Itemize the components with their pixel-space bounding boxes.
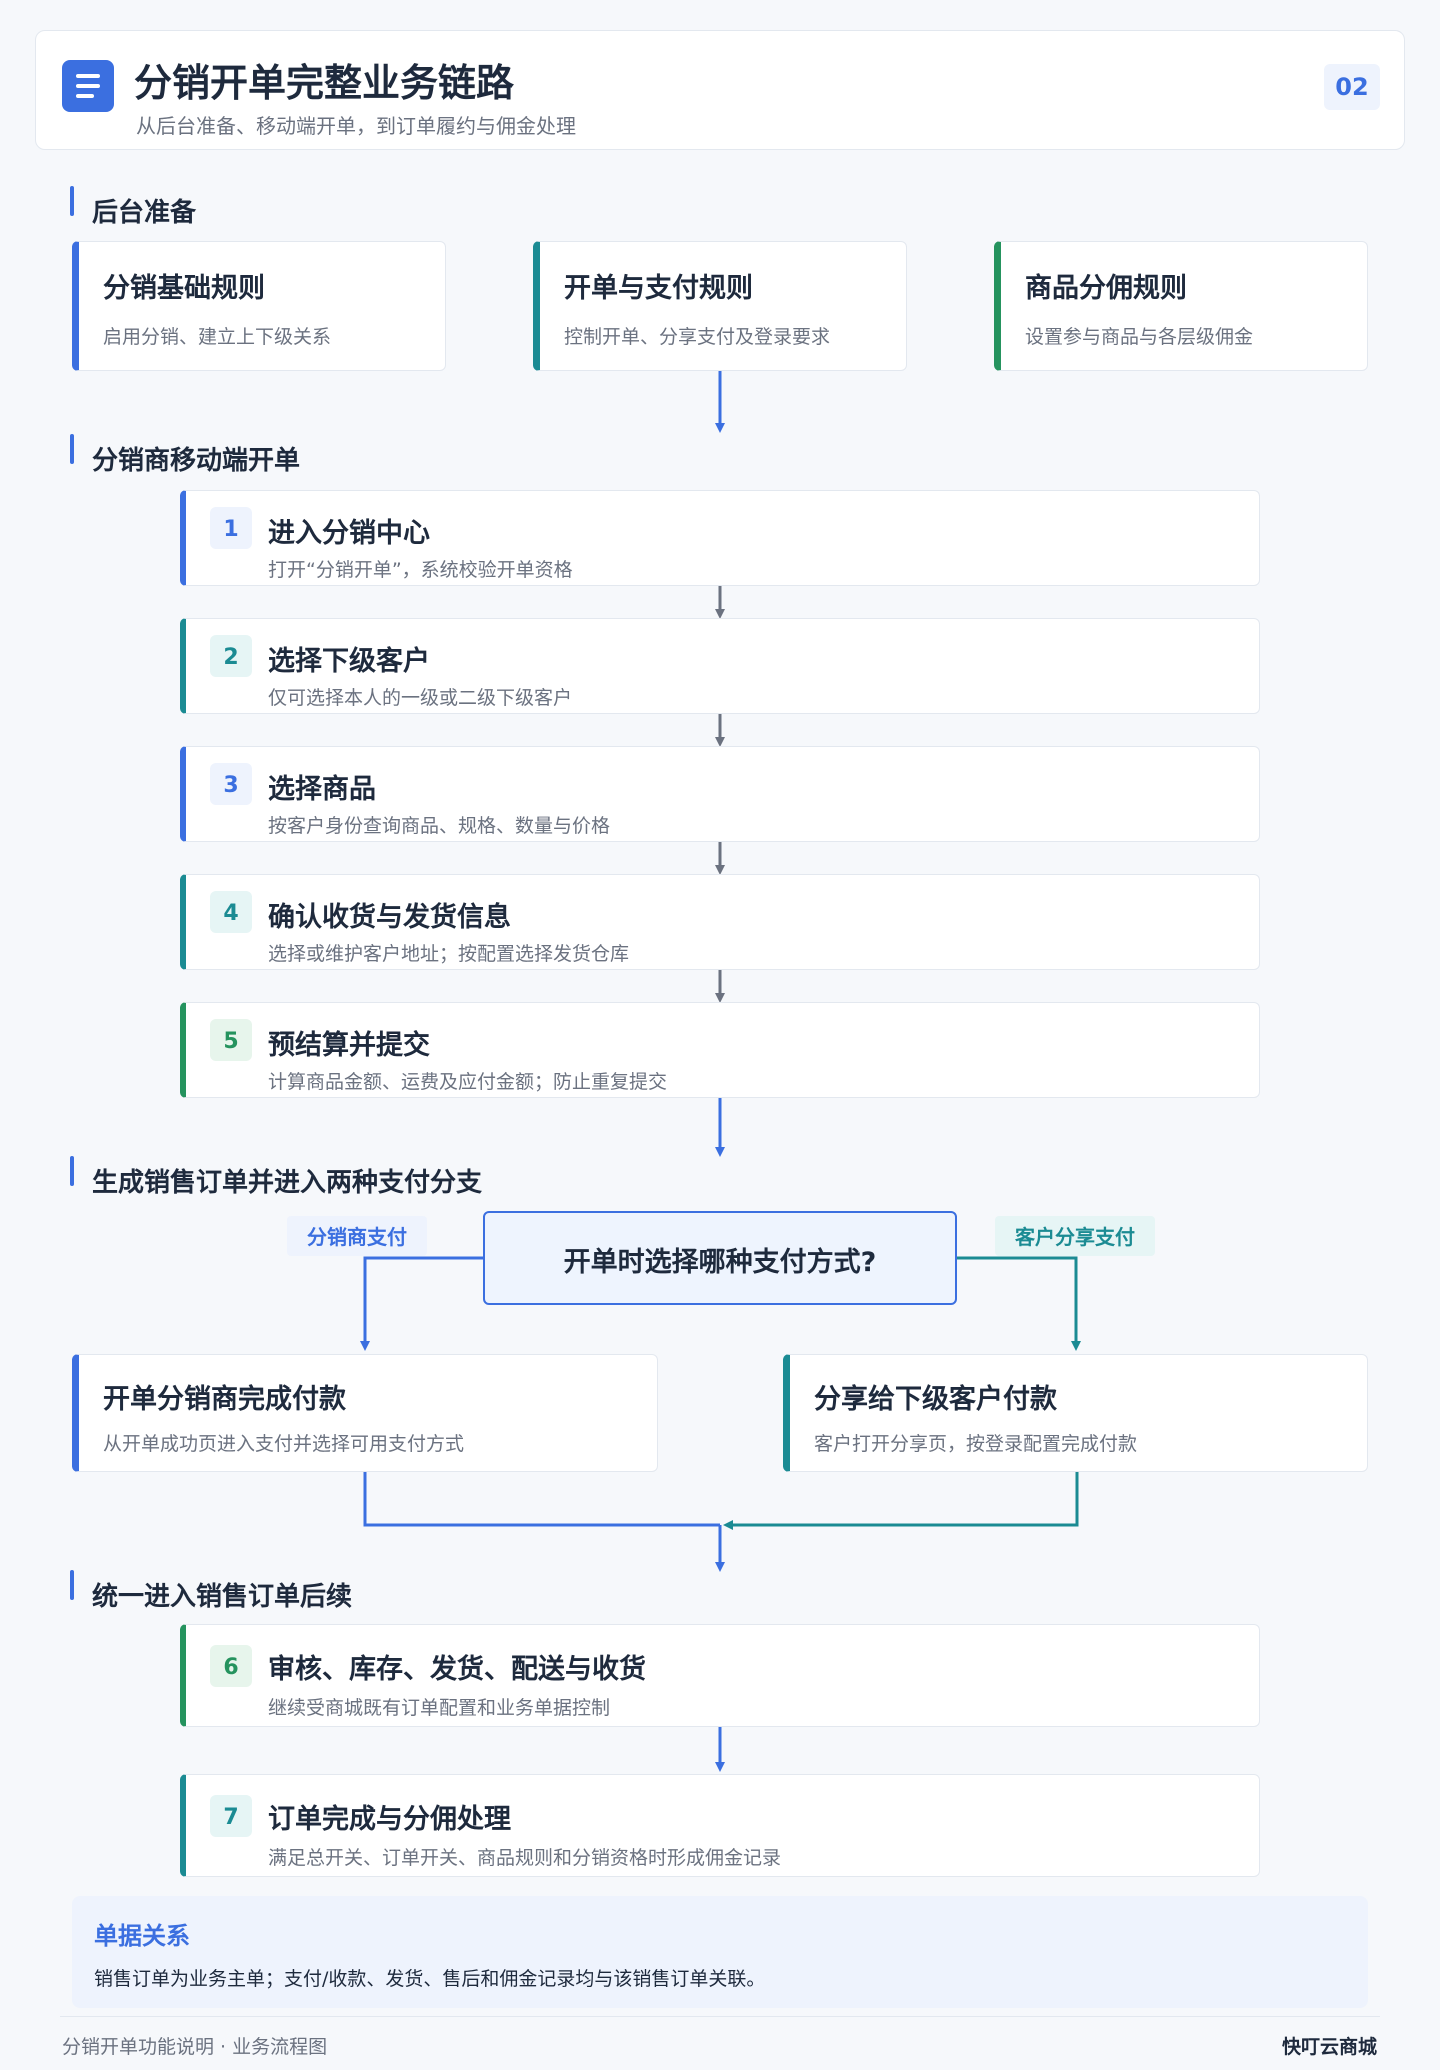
- page-subtitle: 从后台准备、移动端开单，到订单履约与佣金处理: [136, 114, 576, 138]
- branch-left-connector: [360, 1256, 483, 1351]
- step-desc: 继续受商城既有订单配置和业务单据控制: [268, 1697, 611, 1719]
- section-marker: [70, 434, 74, 464]
- step-title: 选择下级客户: [268, 646, 430, 677]
- step-5-presettle-submit: 5 预结算并提交 计算商品金额、运费及应付金额；防止重复提交: [180, 1002, 1260, 1098]
- step-desc: 选择或维护客户地址；按配置选择发货仓库: [268, 943, 630, 965]
- merge-right-connector: [723, 1472, 1079, 1530]
- section-title-payment: 生成销售订单并进入两种支付分支: [92, 1168, 483, 1198]
- backend-card-basic-rules: 分销基础规则 启用分销、建立上下级关系: [72, 241, 446, 371]
- header-card: [35, 30, 1405, 150]
- step-title: 预结算并提交: [268, 1030, 430, 1061]
- step-7-complete-commission: 7 订单完成与分佣处理 满足总开关、订单开关、商品规则和分销资格时形成佣金记录: [180, 1774, 1260, 1877]
- step-6-fulfillment: 6 审核、库存、发货、配送与收货 继续受商城既有订单配置和业务单据控制: [180, 1624, 1260, 1727]
- step-4-confirm-shipping: 4 确认收货与发货信息 选择或维护客户地址；按配置选择发货仓库: [180, 874, 1260, 970]
- step-2-select-customer: 2 选择下级客户 仅可选择本人的一级或二级下级客户: [180, 618, 1260, 714]
- step-title: 选择商品: [268, 774, 376, 805]
- step-desc: 打开“分销开单”，系统校验开单资格: [268, 559, 573, 581]
- step-desc: 仅可选择本人的一级或二级下级客户: [268, 687, 573, 709]
- payment-card-distributor: 开单分销商完成付款 从开单成功页进入支付并选择可用支付方式: [72, 1354, 658, 1472]
- payment-decision-box: 开单时选择哪种支付方式?: [483, 1211, 957, 1305]
- section-title-mobile: 分销商移动端开单: [92, 446, 301, 476]
- section-marker: [70, 186, 74, 216]
- step-number: 5: [210, 1019, 252, 1061]
- step-desc: 计算商品金额、运费及应付金额；防止重复提交: [268, 1071, 668, 1093]
- branch-label-distributor-pay: 分销商支付: [287, 1216, 427, 1256]
- step-number: 7: [210, 1795, 252, 1837]
- backend-card-commission-rules: 商品分佣规则 设置参与商品与各层级佣金: [994, 241, 1368, 371]
- card-desc: 从开单成功页进入支付并选择可用支付方式: [103, 1433, 465, 1455]
- step-number: 6: [210, 1645, 252, 1687]
- page-number-badge: 02: [1324, 64, 1380, 110]
- section-marker: [70, 1570, 74, 1600]
- step-number: 1: [210, 507, 252, 549]
- step-desc: 满足总开关、订单开关、商品规则和分销资格时形成佣金记录: [268, 1847, 782, 1869]
- step-number: 2: [210, 635, 252, 677]
- step-3-select-product: 3 选择商品 按客户身份查询商品、规格、数量与价格: [180, 746, 1260, 842]
- card-title: 开单分销商完成付款: [103, 1384, 346, 1415]
- card-title: 开单与支付规则: [564, 273, 753, 304]
- footer-brand: 快叮云商城: [1282, 2036, 1378, 2058]
- document-relation-note: 单据关系 销售订单为业务主单；支付/收款、发货、售后和佣金记录均与该销售订单关联…: [72, 1896, 1368, 2008]
- section-marker: [70, 1156, 74, 1186]
- merge-left-connector: [363, 1472, 720, 1527]
- step-1-enter-center: 1 进入分销中心 打开“分销开单”，系统校验开单资格: [180, 490, 1260, 586]
- step-title: 审核、库存、发货、配送与收货: [268, 1654, 646, 1685]
- document-list-icon: [62, 60, 114, 112]
- card-desc: 设置参与商品与各层级佣金: [1025, 326, 1254, 348]
- note-text: 销售订单为业务主单；支付/收款、发货、售后和佣金记录均与该销售订单关联。: [94, 1968, 766, 1990]
- step-title: 确认收货与发货信息: [268, 902, 511, 933]
- card-desc: 客户打开分享页，按登录配置完成付款: [814, 1433, 1138, 1455]
- page-title: 分销开单完整业务链路: [134, 61, 515, 105]
- step-title: 进入分销中心: [268, 518, 430, 549]
- footer-caption: 分销开单功能说明 · 业务流程图: [62, 2036, 328, 2058]
- card-title: 分销基础规则: [103, 273, 265, 304]
- card-desc: 控制开单、分享支付及登录要求: [564, 326, 831, 348]
- branch-label-customer-share-pay: 客户分享支付: [995, 1216, 1155, 1256]
- step-number: 4: [210, 891, 252, 933]
- branch-right-connector: [957, 1256, 1081, 1351]
- footer-divider: [60, 2016, 1380, 2017]
- step-title: 订单完成与分佣处理: [268, 1804, 511, 1835]
- payment-card-customer-share: 分享给下级客户付款 客户打开分享页，按登录配置完成付款: [783, 1354, 1368, 1472]
- card-desc: 启用分销、建立上下级关系: [103, 326, 332, 348]
- card-title: 商品分佣规则: [1025, 273, 1187, 304]
- section-title-followup: 统一进入销售订单后续: [92, 1582, 353, 1612]
- step-desc: 按客户身份查询商品、规格、数量与价格: [268, 815, 611, 837]
- card-title: 分享给下级客户付款: [814, 1384, 1057, 1415]
- note-title: 单据关系: [94, 1922, 190, 1950]
- step-number: 3: [210, 763, 252, 805]
- backend-card-order-payment-rules: 开单与支付规则 控制开单、分享支付及登录要求: [533, 241, 907, 371]
- section-title-backend: 后台准备: [92, 198, 197, 228]
